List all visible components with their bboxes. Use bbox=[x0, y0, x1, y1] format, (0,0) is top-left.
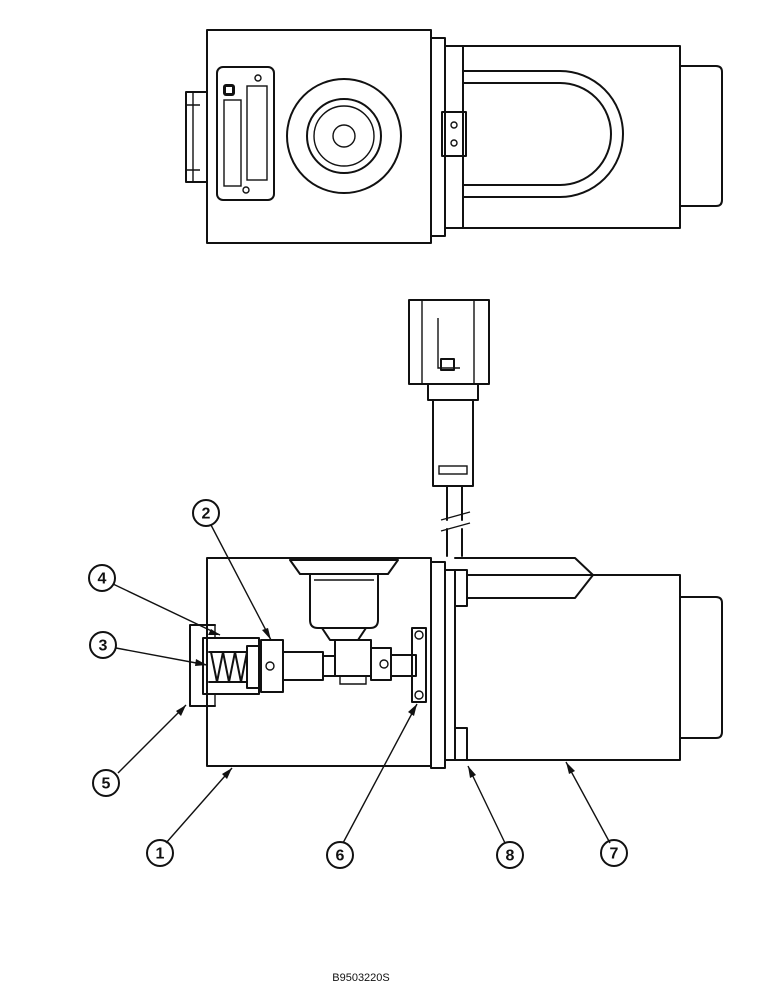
leader-lines bbox=[112, 524, 611, 844]
callout-2-label: 2 bbox=[202, 506, 211, 523]
callout-5: 5 bbox=[92, 769, 120, 797]
callout-5-label: 5 bbox=[102, 776, 111, 793]
valve-top-view bbox=[185, 29, 723, 244]
callouts: 2 4 3 5 1 6 8 7 bbox=[88, 499, 628, 869]
callout-6: 6 bbox=[326, 841, 354, 869]
callout-4: 4 bbox=[88, 564, 116, 592]
wire-connector bbox=[408, 299, 490, 557]
callout-3: 3 bbox=[89, 631, 117, 659]
valve-side-section bbox=[189, 557, 723, 769]
figure-id: B9503220S bbox=[332, 972, 390, 984]
callout-2: 2 bbox=[192, 499, 220, 527]
callout-1-label: 1 bbox=[156, 846, 165, 863]
callout-4-label: 4 bbox=[98, 571, 107, 588]
callout-8: 8 bbox=[496, 841, 524, 869]
callout-3-label: 3 bbox=[99, 638, 108, 655]
callout-1: 1 bbox=[146, 839, 174, 867]
callout-8-label: 8 bbox=[506, 848, 515, 865]
callout-6-label: 6 bbox=[336, 848, 345, 865]
callout-7-label: 7 bbox=[610, 846, 619, 863]
callout-7: 7 bbox=[600, 839, 628, 867]
